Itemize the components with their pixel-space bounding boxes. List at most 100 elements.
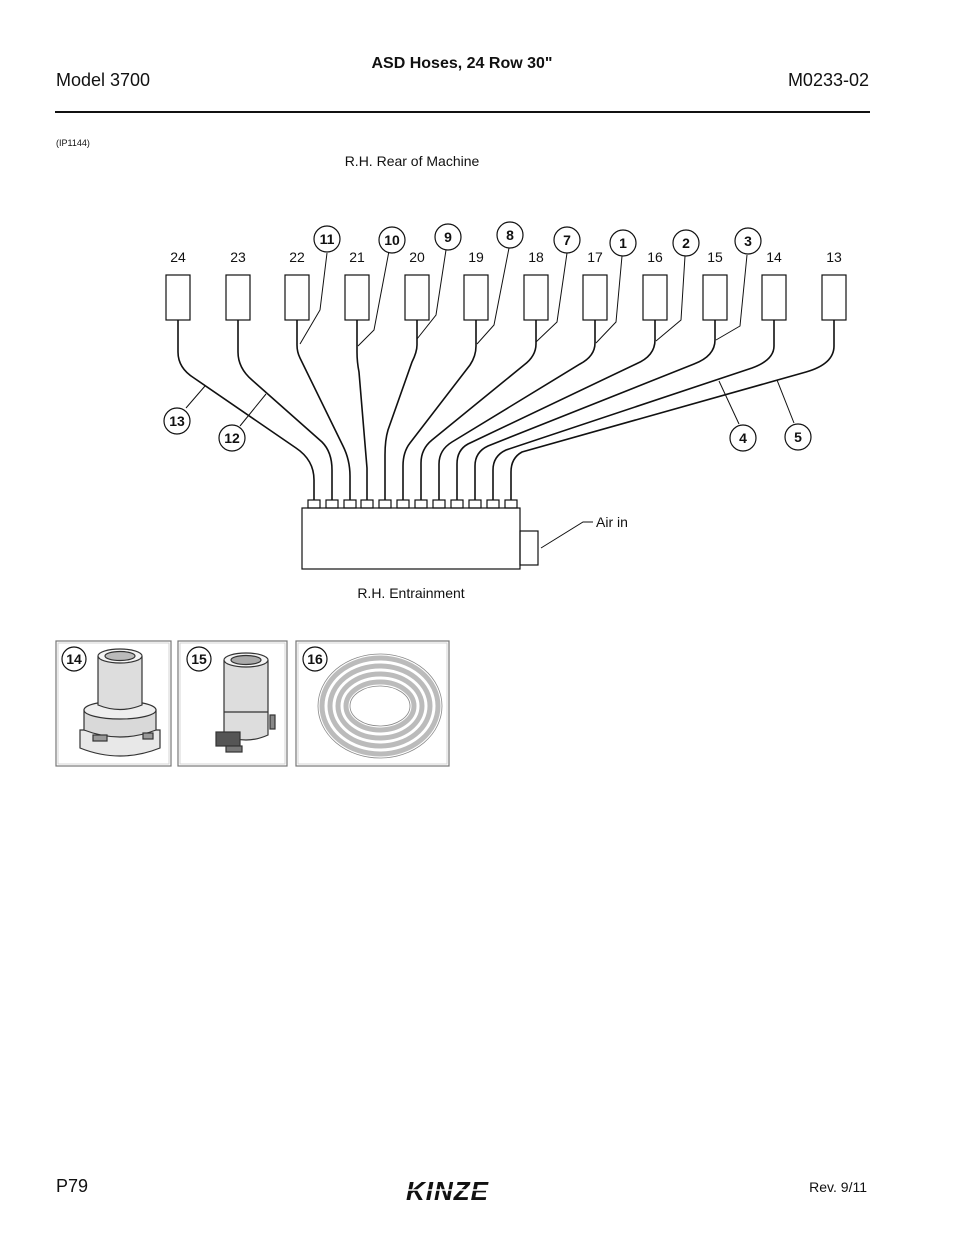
entrainment-port bbox=[307, 499, 321, 509]
entrainment-port bbox=[486, 499, 500, 509]
callout-number: 9 bbox=[444, 229, 452, 245]
row-label: 19 bbox=[468, 249, 484, 265]
air-inlet bbox=[519, 530, 539, 566]
detail-panel-row-adapter: 14 bbox=[55, 640, 172, 767]
callout-bubble bbox=[186, 646, 212, 672]
header-divider bbox=[55, 111, 870, 113]
entrainment-port bbox=[432, 499, 446, 509]
callout-leader bbox=[239, 393, 267, 427]
callout-number: 13 bbox=[169, 413, 185, 429]
row-label: 24 bbox=[170, 249, 186, 265]
callout-bubble bbox=[609, 229, 637, 257]
hose bbox=[384, 320, 418, 500]
callout-bubble bbox=[302, 646, 328, 672]
callout-leader bbox=[718, 380, 740, 425]
row-label: 13 bbox=[826, 249, 842, 265]
kinze-logo: KINZE bbox=[404, 1176, 518, 1206]
callout-bubble bbox=[163, 407, 191, 435]
entrainment-port bbox=[360, 499, 374, 509]
row-outlet bbox=[821, 274, 847, 321]
row-label: 14 bbox=[766, 249, 782, 265]
air-inlet-leader bbox=[540, 521, 593, 549]
row-outlet bbox=[761, 274, 787, 321]
entrainment-body bbox=[301, 507, 521, 570]
row-outlet bbox=[642, 274, 668, 321]
detail-panel-hose-coupler: 15 bbox=[177, 640, 288, 767]
callout-bubble bbox=[784, 423, 812, 451]
entrainment-port bbox=[325, 499, 339, 509]
callout-leader bbox=[595, 255, 623, 344]
callout-bubble bbox=[496, 221, 524, 249]
doc-number: M0233-02 bbox=[787, 70, 869, 90]
page-number: P79 bbox=[56, 1176, 89, 1196]
entrainment-port bbox=[468, 499, 482, 509]
hose bbox=[237, 320, 333, 500]
callout-bubble bbox=[553, 226, 581, 254]
callout-bubble bbox=[378, 226, 406, 254]
air-in-label: Air in bbox=[596, 514, 628, 530]
row-outlet bbox=[165, 274, 191, 321]
row-label: 17 bbox=[587, 249, 603, 265]
hose bbox=[492, 320, 775, 500]
callout-leader bbox=[535, 252, 568, 343]
entrainment-port bbox=[450, 499, 464, 509]
hose bbox=[177, 320, 315, 500]
callout-number: 4 bbox=[739, 430, 747, 446]
row-outlet bbox=[284, 274, 310, 321]
revision-date: Rev. 9/11 bbox=[809, 1179, 867, 1195]
row-label: 21 bbox=[349, 249, 365, 265]
hose bbox=[356, 320, 368, 500]
callout-number: 2 bbox=[682, 235, 690, 251]
row-label: 23 bbox=[230, 249, 246, 265]
callout-bubble bbox=[218, 424, 246, 452]
row-outlet bbox=[344, 274, 370, 321]
callout-number: 15 bbox=[191, 651, 207, 667]
entrainment-port bbox=[414, 499, 428, 509]
brand-wordmark: KINZE bbox=[406, 1176, 489, 1206]
callout-leader bbox=[299, 252, 328, 345]
row-outlet bbox=[463, 274, 489, 321]
callout-number: 3 bbox=[744, 233, 752, 249]
callout-leader bbox=[715, 254, 748, 341]
entrainment-port bbox=[343, 499, 357, 509]
callout-bubble bbox=[434, 223, 462, 251]
callout-number: 7 bbox=[563, 232, 571, 248]
page-title: ASD Hoses, 24 Row 30" bbox=[371, 55, 553, 72]
model-name: Model 3700 bbox=[56, 70, 151, 90]
callout-leader bbox=[357, 250, 390, 347]
callout-bubble bbox=[672, 229, 700, 257]
hose bbox=[456, 320, 656, 500]
callout-bubble bbox=[313, 225, 341, 253]
row-label: 22 bbox=[289, 249, 305, 265]
figure-reference: (IP1144) bbox=[56, 138, 90, 148]
hose bbox=[438, 320, 596, 500]
row-label: 18 bbox=[528, 249, 544, 265]
callout-bubble bbox=[729, 424, 757, 452]
entrainment-port bbox=[504, 499, 518, 509]
callout-bubble bbox=[61, 646, 87, 672]
hose bbox=[474, 320, 716, 500]
row-outlet bbox=[523, 274, 549, 321]
row-outlet bbox=[702, 274, 728, 321]
hose bbox=[510, 320, 835, 500]
row-outlet bbox=[404, 274, 430, 321]
hose bbox=[402, 320, 477, 500]
hose bbox=[420, 320, 537, 500]
callout-leader bbox=[185, 385, 206, 409]
callout-number: 8 bbox=[506, 227, 514, 243]
entrainment-label: R.H. Entrainment bbox=[357, 585, 464, 601]
callout-number: 5 bbox=[794, 429, 802, 445]
callout-leader bbox=[476, 247, 510, 345]
row-outlet bbox=[225, 274, 251, 321]
row-label: 15 bbox=[707, 249, 723, 265]
callout-leader bbox=[655, 255, 686, 342]
detail-panel-coiled-hose: 16 bbox=[295, 640, 450, 767]
callout-leader bbox=[416, 249, 447, 340]
row-outlet bbox=[582, 274, 608, 321]
row-label: 16 bbox=[647, 249, 663, 265]
hoses bbox=[177, 320, 835, 500]
entrainment-port bbox=[396, 499, 410, 509]
callout-number: 14 bbox=[66, 651, 82, 667]
row-label: 20 bbox=[409, 249, 425, 265]
callout-number: 11 bbox=[320, 231, 335, 247]
